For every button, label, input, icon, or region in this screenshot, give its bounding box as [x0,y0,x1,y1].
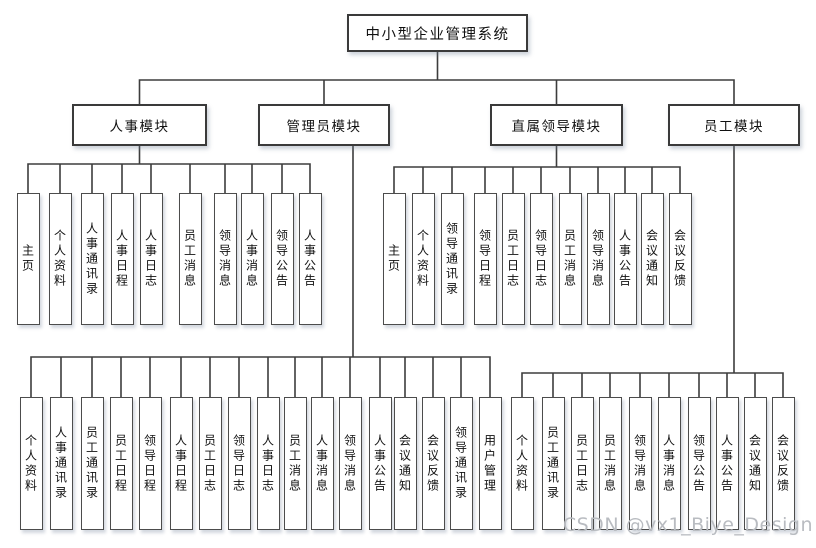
leaf-node: 会议反馈 [421,397,445,530]
leaf-node: 员工日志 [570,397,594,530]
leaf-node: 领导消息 [628,397,652,530]
leaf-node: 领导日志 [529,193,553,325]
leaf-node: 人事消息 [310,397,334,530]
leaf-node: 领导消息 [586,193,610,325]
connector-path [27,51,784,398]
leaf-node: 领导通讯录 [440,193,464,325]
leaf-node: 人事通讯录 [49,397,73,530]
leaf-node: 会议通知 [640,193,664,325]
leaf-node: 个人资料 [411,193,435,325]
leaf-node: 人事日程 [169,397,193,530]
leaf-node: 人事消息 [657,397,681,530]
leaf-node: 会议通知 [743,397,767,530]
leaf-node: 人事通讯录 [80,193,104,325]
leaf-node: 人事公告 [368,397,392,530]
leaf-node: 个人资料 [510,397,534,530]
leaf-node: 领导日志 [227,397,251,530]
leaf-node: 领导日程 [138,397,162,530]
leaf-node: 人事公告 [613,193,637,325]
leaf-node: 领导通讯录 [449,397,473,530]
leaf-node: 人事消息 [240,193,264,325]
leaf-node: 领导日程 [473,193,497,325]
leaf-node: 员工通讯录 [80,397,104,530]
leaf-node: 员工消息 [283,397,307,530]
leaf-node: 领导公告 [270,193,294,325]
leaf-node: 用户管理 [478,397,502,530]
leaf-node: 会议通知 [393,397,417,530]
leaf-node: 人事公告 [298,193,322,325]
leaf-node: 个人资料 [19,397,43,530]
leaf-node: 领导消息 [213,193,237,325]
leaf-node: 人事日程 [110,193,134,325]
leaf-node: 员工消息 [558,193,582,325]
leaf-node: 会议反馈 [668,193,692,325]
module-node: 管理员模块 [258,104,390,146]
leaf-node: 会议反馈 [771,397,795,530]
leaf-node: 员工日志 [198,397,222,530]
csdn-watermark: CSDN @vx1_Biye_Design [562,514,813,536]
leaf-node: 领导消息 [338,397,362,530]
leaf-node: 人事公告 [715,397,739,530]
module-node: 人事模块 [72,104,207,146]
leaf-node: 人事日志 [256,397,280,530]
leaf-node: 领导公告 [687,397,711,530]
leaf-node: 人事日志 [139,193,163,325]
leaf-node: 主页 [382,193,406,325]
root-node: 中小型企业管理系统 [347,14,528,52]
leaf-node: 员工日志 [501,193,525,325]
leaf-node: 个人资料 [48,193,72,325]
module-node: 员工模块 [668,104,800,146]
leaf-node: 员工日程 [109,397,133,530]
leaf-node: 员工通讯录 [541,397,565,530]
leaf-node: 主页 [16,193,40,325]
leaf-node: 员工消息 [178,193,202,325]
leaf-node: 员工消息 [598,397,622,530]
module-node: 直属领导模块 [490,104,623,146]
